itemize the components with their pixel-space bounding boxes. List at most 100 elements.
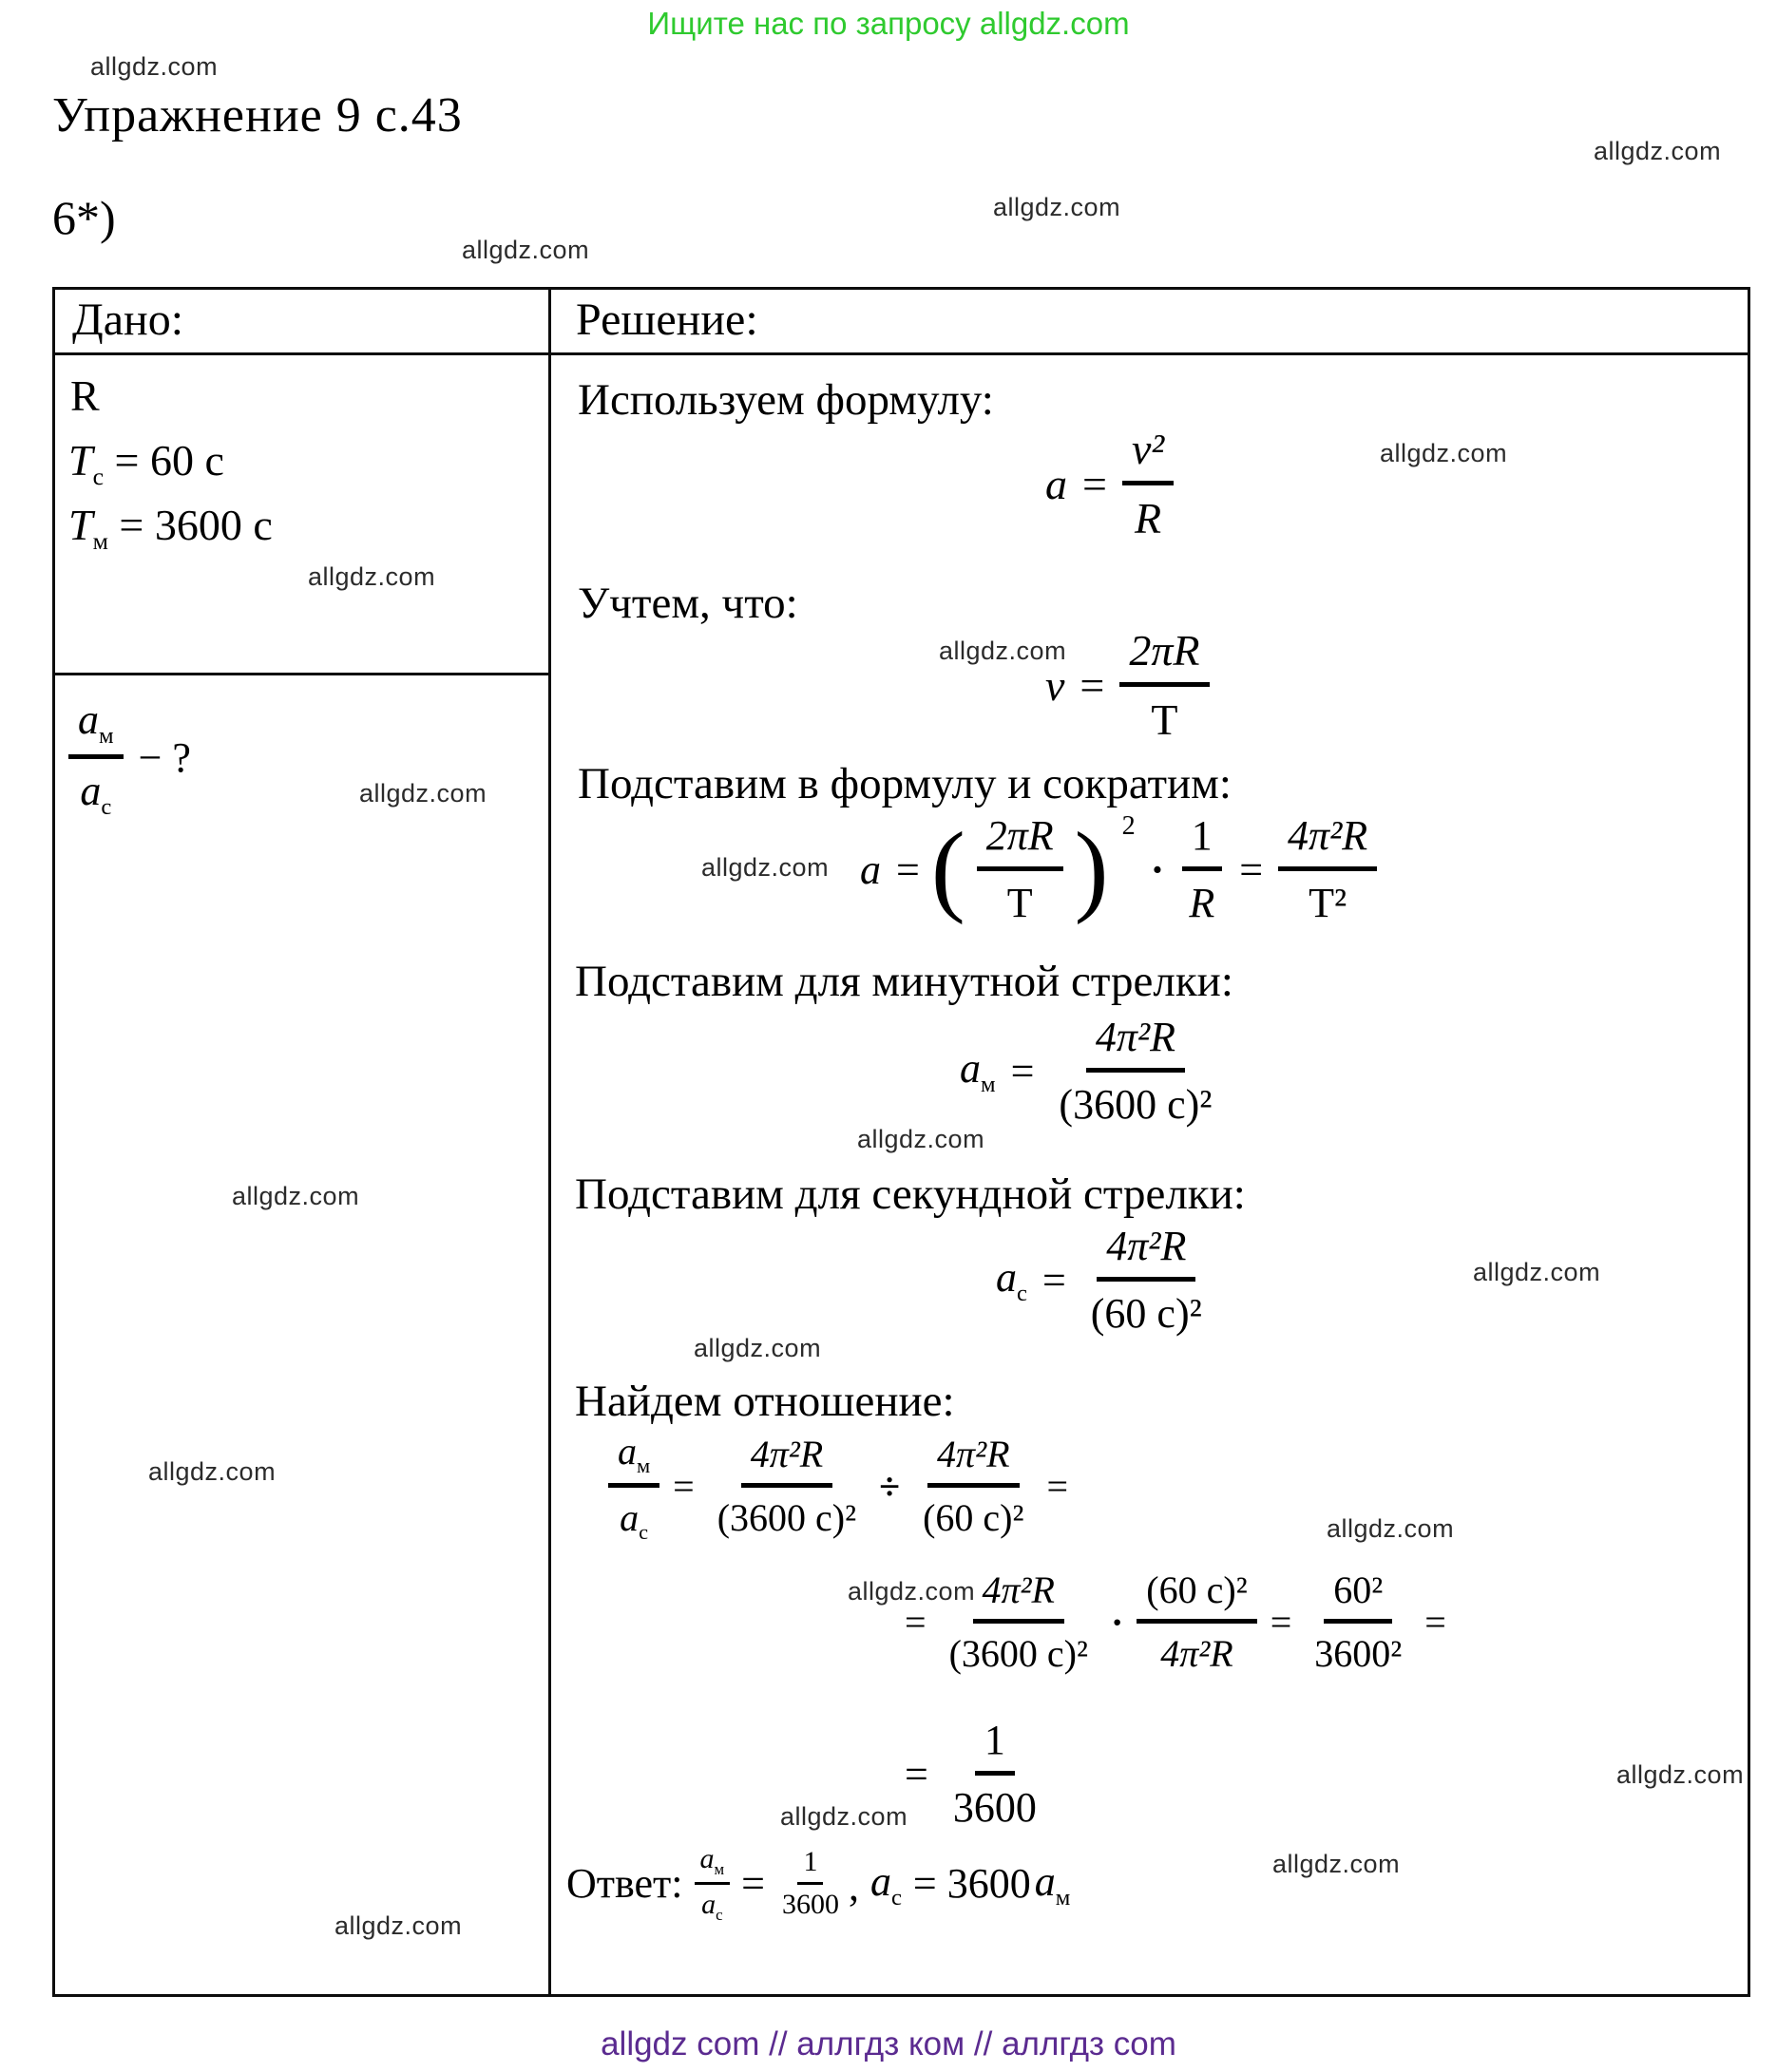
solution-step-3: Подставим в формулу и сократим: xyxy=(578,759,1232,808)
close-paren: ) xyxy=(1074,811,1109,925)
fraction: 4π²R (60 с)² xyxy=(913,1432,1033,1540)
ratio-fraction: aм aс xyxy=(608,1429,660,1545)
denominator: (3600 с)² xyxy=(1059,1081,1213,1128)
base: a xyxy=(699,1843,715,1874)
subscript: с xyxy=(639,1520,649,1545)
numerator: v² xyxy=(1121,424,1175,485)
watermark: allgdz.com xyxy=(848,1577,976,1606)
ratio-fraction: aм aс xyxy=(68,695,124,820)
subscript: с xyxy=(890,1884,902,1910)
subscript: м xyxy=(1055,1884,1071,1910)
value: = 3600 с xyxy=(119,501,273,549)
open-paren: ( xyxy=(930,811,965,925)
subscript: с xyxy=(101,794,112,821)
base: a xyxy=(996,1254,1017,1302)
watermark: allgdz.com xyxy=(308,562,436,591)
question-mark: − ? xyxy=(138,733,191,781)
fraction: 1 R xyxy=(1179,811,1224,927)
numerator: 4π²R xyxy=(927,1432,1020,1489)
formula-second-hand: aс = 4π²R (60 с)² xyxy=(996,1222,1212,1338)
answer-label: Ответ: xyxy=(566,1859,683,1907)
watermark: allgdz.com xyxy=(359,779,487,808)
solution-header-cell: Решение: xyxy=(576,295,758,345)
subscript: м xyxy=(714,1860,725,1878)
equals: = xyxy=(1046,1464,1069,1508)
formula-substituted: a = ( 2πR Т ) 2 · 1 R = 4 xyxy=(860,811,1378,927)
watermark: allgdz.com xyxy=(1327,1514,1455,1543)
base: a xyxy=(701,1888,717,1920)
equals: = xyxy=(896,846,920,893)
variable-T: T xyxy=(68,436,93,485)
solution-step-6: Найдем отношение: xyxy=(575,1377,955,1426)
variable-v: v xyxy=(1045,660,1065,710)
watermark: allgdz.com xyxy=(462,236,590,264)
numerator: 4π²R xyxy=(1278,811,1378,871)
ratio-fraction: aм aс xyxy=(694,1843,731,1924)
equals: = xyxy=(905,1750,928,1797)
fraction: v² R xyxy=(1121,424,1175,543)
exponent: 2 xyxy=(1121,811,1136,841)
given-period-second-hand: Tс = 60 с xyxy=(68,435,224,489)
page-title: Упражнение 9 с.43 xyxy=(52,88,463,143)
equals: = xyxy=(1041,1256,1066,1303)
equals: = xyxy=(1082,459,1107,508)
variable-a: a xyxy=(78,696,99,743)
formula-ratio-simplified: = 4π²R (3600 с)² · (60 с)² 4π²R = 60² 36… xyxy=(905,1568,1446,1676)
equals: = xyxy=(673,1464,695,1508)
base: a xyxy=(620,1496,640,1540)
equals: = xyxy=(1424,1600,1446,1644)
fraction: 4π²R Т² xyxy=(1278,811,1378,927)
numerator: 60² xyxy=(1324,1568,1393,1624)
denominator: R xyxy=(1189,880,1215,926)
numerator: 2πR xyxy=(1119,625,1210,687)
denominator: 3600² xyxy=(1314,1632,1403,1675)
formula-result: = 1 3600 xyxy=(905,1716,1046,1832)
denominator: 3600 xyxy=(781,1888,839,1920)
solution-step-5: Подставим для секундной стрелки: xyxy=(575,1169,1246,1219)
fraction: 4π²R (3600 с)² xyxy=(940,1568,1098,1676)
equals: = xyxy=(905,1600,927,1644)
watermark: allgdz.com xyxy=(694,1334,822,1362)
numerator: 4π²R xyxy=(1085,1013,1185,1073)
equals: = xyxy=(741,1859,765,1907)
formula-speed: v = 2πR Т xyxy=(1045,625,1210,745)
watermark: allgdz.com xyxy=(701,853,830,882)
watermark: allgdz.com xyxy=(90,52,219,81)
fraction: (60 с)² 4π²R xyxy=(1137,1568,1257,1676)
given-divider xyxy=(55,673,548,675)
watermark: allgdz.com xyxy=(1380,439,1508,467)
numerator: (60 с)² xyxy=(1137,1568,1257,1624)
given-period-minute-hand: Tм = 3600 с xyxy=(68,500,273,554)
denominator: (60 с)² xyxy=(923,1496,1024,1540)
watermark: allgdz.com xyxy=(1473,1258,1601,1286)
equals: = xyxy=(1270,1600,1292,1644)
variable-a-m: aм xyxy=(1035,1857,1071,1910)
watermark: allgdz.com xyxy=(148,1457,277,1486)
numerator: 1 xyxy=(797,1846,824,1885)
divide-sign: ÷ xyxy=(879,1464,901,1508)
fraction: 4π²R (3600 с)² xyxy=(708,1432,866,1540)
numerator: 4π²R xyxy=(740,1432,833,1489)
value: = 60 с xyxy=(114,436,224,485)
answer-line: Ответ: aм aс = 1 3600 , aс = 3600 aм xyxy=(566,1843,1070,1924)
variable-a: a xyxy=(80,768,102,815)
watermark: allgdz.com xyxy=(857,1125,985,1153)
variable-a-m: aм xyxy=(960,1044,996,1096)
table-body-row: R Tс = 60 с Tм = 3600 с allgdz.com aм aс xyxy=(55,355,1748,1994)
given-question: aм aс − ? xyxy=(68,695,191,820)
denominator: 4π²R xyxy=(1160,1632,1233,1675)
problem-label: 6*) xyxy=(52,191,116,244)
denominator: (60 с)² xyxy=(1090,1290,1202,1337)
watermark: allgdz.com xyxy=(939,637,1067,665)
solution-step-2: Учтем, что: xyxy=(578,579,798,628)
variable-a: a xyxy=(860,846,881,893)
equals: = xyxy=(1239,846,1264,893)
fraction: 4π²R (60 с)² xyxy=(1081,1222,1212,1338)
base: a xyxy=(1034,1857,1056,1905)
base: a xyxy=(618,1430,637,1473)
solution-column: Используем формулу: a = v² R allgdz.com … xyxy=(551,355,1748,1994)
base: a xyxy=(869,1857,891,1905)
watermark: allgdz.com xyxy=(780,1802,908,1831)
denominator: (3600 с)² xyxy=(948,1632,1088,1675)
